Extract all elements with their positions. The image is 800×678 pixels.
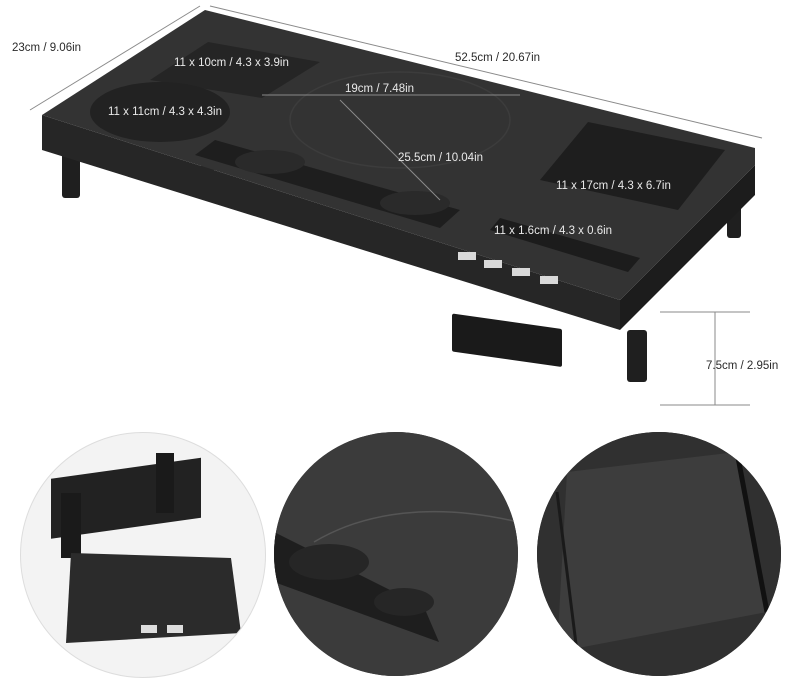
circle-pad [289,71,511,169]
phone-slot-label: 11 x 1.6cm / 4.3 x 0.6in [494,225,613,237]
width-label: 52.5cm / 20.67in [455,52,541,64]
phone-slot [490,218,640,272]
detail-tray-texture [537,432,781,676]
right-tray-label: 11 x 17cm / 4.3 x 6.7in [556,180,671,192]
cup-holder-label: 11 x 11cm / 4.3 x 4.3in [108,106,222,118]
small-tray [150,42,320,98]
usb-ports [452,252,562,367]
circle-diameter-label: 19cm / 7.48in [345,83,415,95]
center-span-label: 25.5cm / 10.04in [398,152,484,164]
depth-label: 23cm / 9.06in [12,42,82,54]
right-tray [540,122,725,210]
height-label: 7.5cm / 2.95in [706,360,779,372]
monitor-stand-illustration [29,5,763,406]
stand-front-face [42,115,620,330]
dimension-lines [29,5,763,406]
small-tray-label: 11 x 10cm / 4.3 x 3.9in [174,57,289,69]
stand-right-face [620,165,755,330]
detail-monitor-support [20,432,266,678]
cup-holder [90,82,230,142]
detail-pen-groove [274,432,518,676]
